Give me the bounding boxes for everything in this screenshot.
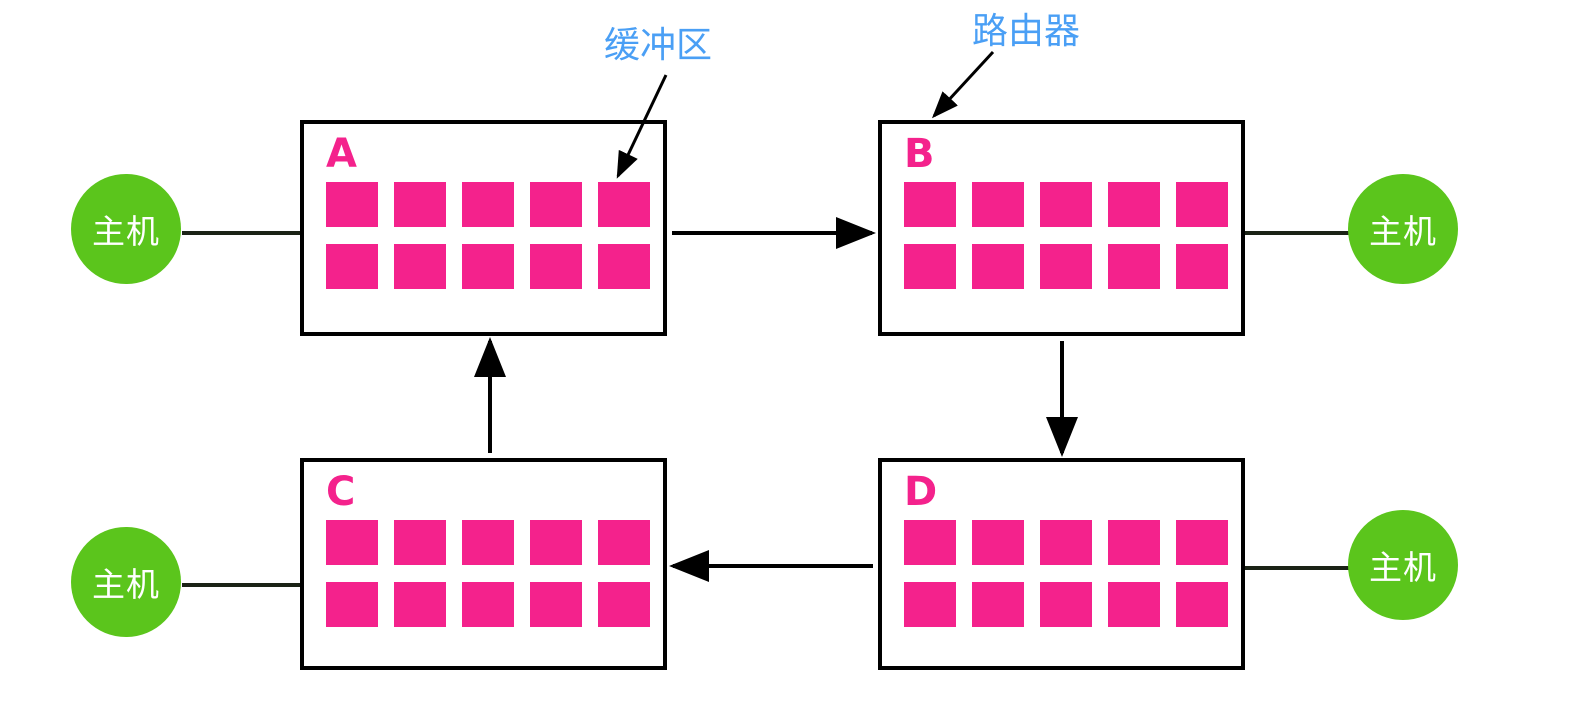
buffer-cell[interactable] [1108, 244, 1160, 289]
buffer-cell[interactable] [972, 182, 1024, 227]
buffer-cell[interactable] [904, 582, 956, 627]
buffer-cell[interactable] [1176, 244, 1228, 289]
router-box-b[interactable]: B [878, 120, 1245, 336]
buffer-cell[interactable] [1040, 244, 1092, 289]
host-top-left[interactable]: 主机 [71, 174, 181, 284]
buffer-cell[interactable] [1040, 182, 1092, 227]
buffer-cell[interactable] [462, 182, 514, 227]
router-a-buffer-grid [326, 182, 650, 289]
buffer-cell[interactable] [972, 582, 1024, 627]
host-bottom-left[interactable]: 主机 [71, 527, 181, 637]
router-callout-arrow [931, 50, 995, 119]
buffer-cell[interactable] [972, 520, 1024, 565]
buffer-cell[interactable] [530, 520, 582, 565]
buffer-cell[interactable] [394, 520, 446, 565]
router-c-label: C [326, 469, 356, 515]
buffer-cell[interactable] [530, 582, 582, 627]
router-callout-label: 路由器 [972, 11, 1081, 52]
buffer-cell[interactable] [462, 582, 514, 627]
host-top-right-label: 主机 [1369, 212, 1437, 251]
buffer-cell[interactable] [598, 520, 650, 565]
router-box-d[interactable]: D [878, 458, 1245, 670]
host-bottom-left-label: 主机 [92, 565, 160, 604]
buffer-cell[interactable] [326, 244, 378, 289]
buffer-cell[interactable] [1108, 182, 1160, 227]
buffer-cell[interactable] [904, 520, 956, 565]
buffer-cell[interactable] [530, 182, 582, 227]
link-host-bottom-left-to-router-c [182, 583, 302, 587]
buffer-cell[interactable] [1108, 582, 1160, 627]
link-router-d-to-host-bottom-right [1245, 566, 1365, 570]
buffer-cell[interactable] [462, 520, 514, 565]
buffer-cell[interactable] [972, 244, 1024, 289]
buffer-cell[interactable] [1176, 182, 1228, 227]
router-box-c[interactable]: C [300, 458, 667, 670]
router-b-buffer-grid [904, 182, 1228, 289]
buffer-cell[interactable] [394, 244, 446, 289]
router-d-buffer-grid [904, 520, 1228, 627]
buffer-cell[interactable] [598, 182, 650, 227]
link-host-top-left-to-router-a [182, 231, 302, 235]
host-bottom-right[interactable]: 主机 [1348, 510, 1458, 620]
buffer-cell[interactable] [326, 582, 378, 627]
buffer-cell[interactable] [904, 182, 956, 227]
buffer-cell[interactable] [1040, 520, 1092, 565]
buffer-cell[interactable] [394, 182, 446, 227]
buffer-cell[interactable] [904, 244, 956, 289]
buffer-cell[interactable] [530, 244, 582, 289]
buffer-cell[interactable] [326, 520, 378, 565]
buffer-cell[interactable] [1108, 520, 1160, 565]
buffer-cell[interactable] [462, 244, 514, 289]
buffer-cell[interactable] [1040, 582, 1092, 627]
router-box-a[interactable]: A [300, 120, 667, 336]
buffer-cell[interactable] [394, 582, 446, 627]
buffer-cell[interactable] [326, 182, 378, 227]
buffer-cell[interactable] [598, 582, 650, 627]
buffer-cell[interactable] [1176, 582, 1228, 627]
router-d-label: D [904, 469, 938, 515]
buffer-cell[interactable] [1176, 520, 1228, 565]
host-bottom-right-label: 主机 [1369, 548, 1437, 587]
router-c-buffer-grid [326, 520, 650, 627]
host-top-left-label: 主机 [92, 212, 160, 251]
router-a-label: A [326, 131, 357, 177]
buffer-callout-label: 缓冲区 [604, 25, 713, 66]
host-top-right[interactable]: 主机 [1348, 174, 1458, 284]
link-router-b-to-host-top-right [1245, 231, 1365, 235]
router-b-label: B [904, 131, 935, 177]
buffer-cell[interactable] [598, 244, 650, 289]
